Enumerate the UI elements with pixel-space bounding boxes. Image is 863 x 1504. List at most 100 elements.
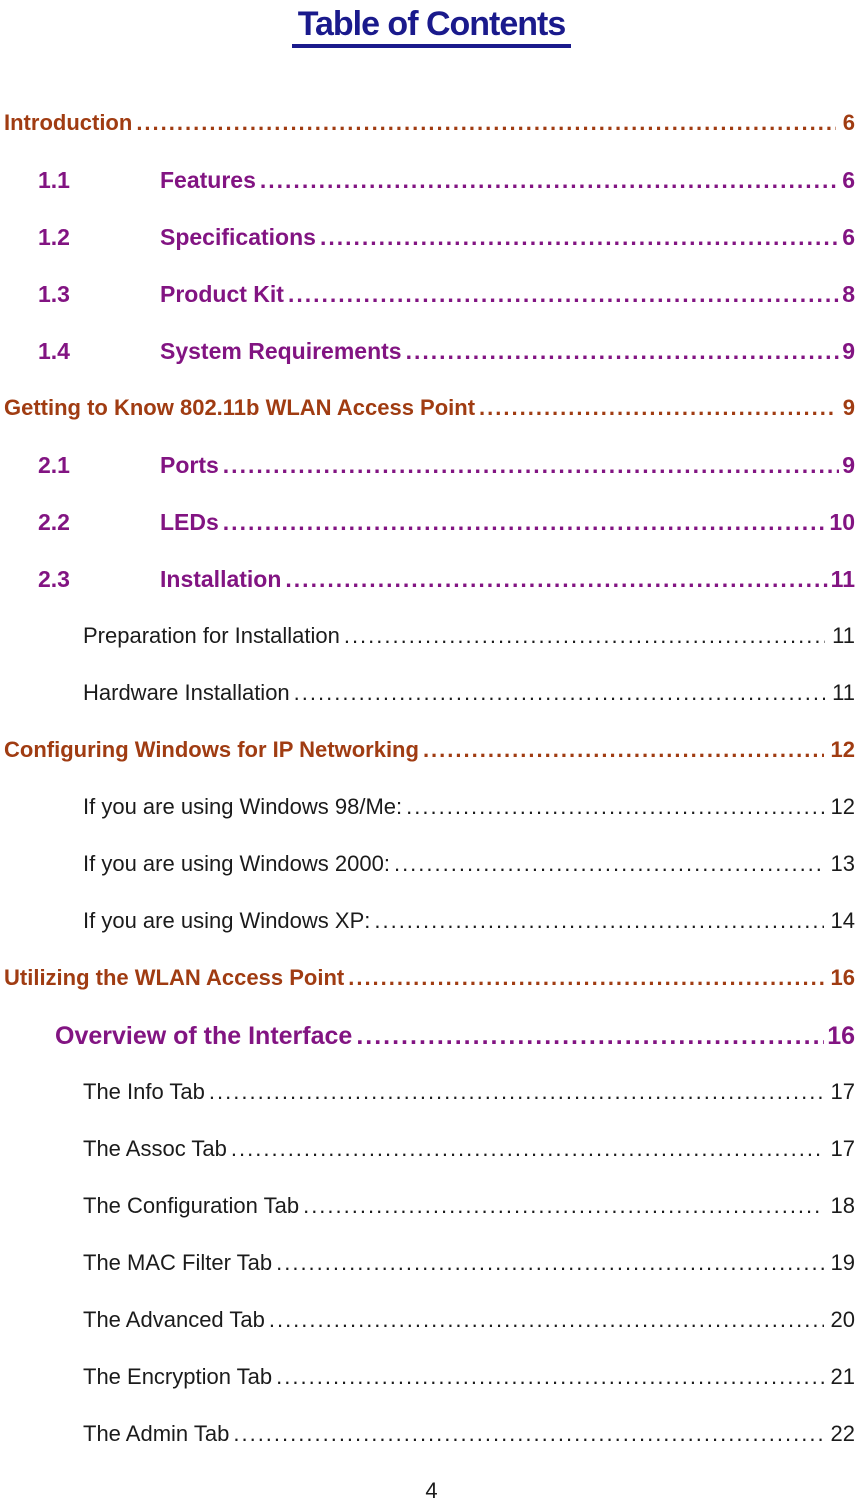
toc-entry-page: 16 <box>827 1022 855 1050</box>
toc-entry-label: Utilizing the WLAN Access Point <box>4 965 345 990</box>
dot-leader <box>269 1307 824 1333</box>
dot-leader <box>223 509 827 536</box>
dot-leader <box>209 1079 824 1105</box>
toc-entry[interactable]: The Configuration Tab 18 <box>4 1193 855 1221</box>
footer-page-number: 4 <box>425 1478 438 1503</box>
toc-entry[interactable]: Configuring Windows for IP Networking 12 <box>4 737 855 765</box>
toc-entry[interactable]: 1.2 Specifications 6 <box>4 224 855 252</box>
dot-leader <box>394 851 824 877</box>
toc-entry-page: 11 <box>830 566 855 592</box>
toc-entry-label: The Info Tab <box>83 1079 205 1104</box>
toc-entry-label: Installation <box>160 566 282 592</box>
toc-entry-label: The Encryption Tab <box>83 1364 273 1389</box>
toc-entry-label: The Advanced Tab <box>83 1307 265 1332</box>
toc-entry-page: 12 <box>830 737 855 762</box>
toc-entry-page: 14 <box>830 908 855 933</box>
toc-entry-page: 12 <box>830 794 855 819</box>
toc-entry-label: Introduction <box>4 110 133 135</box>
toc-entry-page: 17 <box>830 1079 855 1104</box>
toc-entry-page: 9 <box>842 395 855 420</box>
toc-entry-page: 17 <box>830 1136 855 1161</box>
toc-entry-page: 9 <box>842 338 855 364</box>
toc-entry[interactable]: Overview of the Interface 16 <box>4 1022 855 1050</box>
dot-leader <box>233 1421 823 1447</box>
dot-leader <box>231 1136 824 1162</box>
dot-leader <box>294 680 825 706</box>
toc-entry[interactable]: Preparation for Installation 11 <box>4 623 855 651</box>
toc-entry-label: The Admin Tab <box>83 1421 230 1446</box>
toc-entry[interactable]: The MAC Filter Tab 19 <box>4 1250 855 1278</box>
toc-entry[interactable]: Getting to Know 802.11b WLAN Access Poin… <box>4 395 855 423</box>
toc-entry-page: 6 <box>842 167 855 193</box>
toc-entry-label: If you are using Windows 2000: <box>83 851 390 876</box>
toc-entry-page: 6 <box>842 110 855 135</box>
toc-list: Introduction 6 1.1 Features 6 1.2 Specif… <box>0 110 863 1449</box>
toc-entry-label: Configuring Windows for IP Networking <box>4 737 419 762</box>
toc-entry-page: 19 <box>830 1250 855 1275</box>
toc-entry[interactable]: 1.1 Features 6 <box>4 167 855 195</box>
dot-leader <box>479 395 836 421</box>
toc-entry-page: 21 <box>830 1364 855 1389</box>
dot-leader <box>285 566 827 593</box>
toc-entry-label: The Configuration Tab <box>83 1193 300 1218</box>
toc-entry-number: 1.4 <box>38 338 70 364</box>
toc-entry[interactable]: Utilizing the WLAN Access Point 16 <box>4 965 855 993</box>
toc-entry[interactable]: 2.1 Ports 9 <box>4 452 855 480</box>
toc-entry-label: The MAC Filter Tab <box>83 1250 273 1275</box>
toc-entry[interactable]: The Info Tab 17 <box>4 1079 855 1107</box>
toc-entry-label: System Requirements <box>160 338 402 364</box>
toc-entry[interactable]: 1.3 Product Kit 8 <box>4 281 855 309</box>
toc-entry-page: 18 <box>830 1193 855 1218</box>
toc-entry[interactable]: If you are using Windows 2000: 13 <box>4 851 855 879</box>
dot-leader <box>288 281 839 308</box>
dot-leader <box>136 110 835 136</box>
toc-entry-page: 9 <box>842 452 855 478</box>
toc-entry[interactable]: 2.3 Installation 11 <box>4 566 855 594</box>
toc-entry[interactable]: Introduction 6 <box>4 110 855 138</box>
toc-entry-label: Features <box>160 167 256 193</box>
toc-entry[interactable]: The Encryption Tab 21 <box>4 1364 855 1392</box>
dot-leader <box>423 737 824 763</box>
dot-leader <box>320 224 839 251</box>
toc-entry-page: 10 <box>829 509 855 535</box>
dot-leader <box>406 338 840 365</box>
toc-entry-label: Specifications <box>160 224 316 250</box>
toc-entry[interactable]: 1.4 System Requirements 9 <box>4 338 855 366</box>
toc-entry[interactable]: The Assoc Tab 17 <box>4 1136 855 1164</box>
toc-entry-label: LEDs <box>160 509 219 535</box>
dot-leader <box>276 1250 823 1276</box>
dot-leader <box>356 1022 824 1051</box>
toc-entry-number: 1.1 <box>38 167 70 193</box>
toc-entry-number: 2.3 <box>38 566 70 592</box>
dot-leader <box>303 1193 823 1219</box>
toc-entry[interactable]: Hardware Installation 11 <box>4 680 855 708</box>
dot-leader <box>374 908 823 934</box>
toc-entry-number: 2.2 <box>38 509 70 535</box>
toc-entry[interactable]: If you are using Windows 98/Me: 12 <box>4 794 855 822</box>
toc-entry-label: Getting to Know 802.11b WLAN Access Poin… <box>4 395 476 420</box>
dot-leader <box>344 623 825 649</box>
toc-entry-number: 2.1 <box>38 452 70 478</box>
dot-leader <box>260 167 839 194</box>
toc-entry-number: 1.2 <box>38 224 70 250</box>
page-header: Table of Contents <box>0 0 863 58</box>
toc-entry[interactable]: The Advanced Tab 20 <box>4 1307 855 1335</box>
toc-entry-number: 1.3 <box>38 281 70 307</box>
toc-entry[interactable]: If you are using Windows XP: 14 <box>4 908 855 936</box>
toc-entry[interactable]: The Admin Tab 22 <box>4 1421 855 1449</box>
toc-entry-page: 11 <box>832 623 855 648</box>
toc-entry-label: Ports <box>160 452 219 478</box>
toc-entry[interactable]: 2.2 LEDs 10 <box>4 509 855 537</box>
dot-leader <box>348 965 823 991</box>
toc-entry-page: 13 <box>830 851 855 876</box>
toc-entry-label: The Assoc Tab <box>83 1136 227 1161</box>
toc-entry-label: Hardware Installation <box>83 680 290 705</box>
toc-entry-label: Preparation for Installation <box>83 623 340 648</box>
toc-entry-label: Product Kit <box>160 281 284 307</box>
toc-entry-label: Overview of the Interface <box>55 1022 353 1050</box>
page-title: Table of Contents <box>291 5 572 49</box>
dot-leader <box>223 452 839 479</box>
dot-leader <box>276 1364 823 1390</box>
toc-entry-page: 22 <box>830 1421 855 1446</box>
toc-entry-page: 8 <box>842 281 855 307</box>
